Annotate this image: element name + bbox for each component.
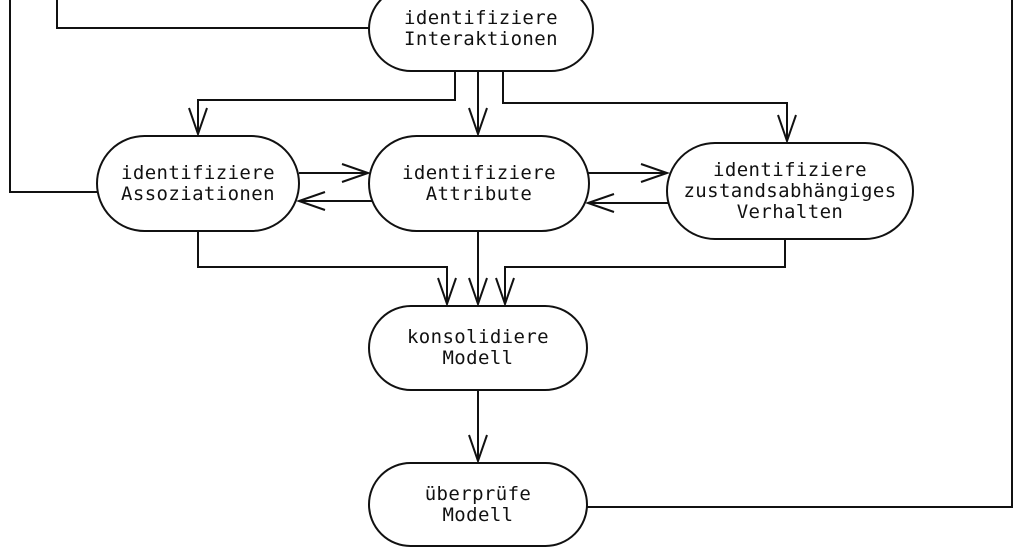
node-label-verhalten: identifiziere zustandsabhängiges Verhalt…	[683, 158, 897, 223]
node-label-assoziationen: identifiziere Assoziationen	[121, 161, 275, 205]
edge-feedback-left-to-interaktionen	[56, 0, 369, 29]
edge-ueberpruefe-feedback-right	[586, 0, 1013, 508]
edge-interaktionen-to-assoziationen	[188, 70, 456, 138]
edge-interaktionen-to-verhalten	[502, 70, 797, 145]
node-identifiziere-attribute: identifiziere Attribute	[368, 135, 590, 232]
edge-verhalten-to-konsolidiere	[495, 238, 786, 308]
node-identifiziere-zustandsabhaengiges-verhalten: identifiziere zustandsabhängiges Verhalt…	[666, 142, 914, 240]
edge-feedback-left-to-assoziationen	[9, 0, 98, 193]
node-label-interaktionen: identifiziere Interaktionen	[404, 7, 558, 50]
node-identifiziere-interaktionen: identifiziere Interaktionen	[368, 0, 594, 72]
node-konsolidiere-modell: konsolidiere Modell	[368, 305, 588, 391]
node-ueberpruefe-modell: überprüfe Modell	[368, 462, 588, 547]
edge-assoziationen-to-konsolidiere	[197, 232, 457, 308]
node-label-ueberpruefe: überprüfe Modell	[424, 482, 532, 526]
node-label-konsolidiere: konsolidiere Modell	[406, 326, 550, 369]
node-label-attribute: identifiziere Attribute	[402, 161, 556, 205]
node-identifiziere-assoziationen: identifiziere Assoziationen	[96, 135, 300, 232]
